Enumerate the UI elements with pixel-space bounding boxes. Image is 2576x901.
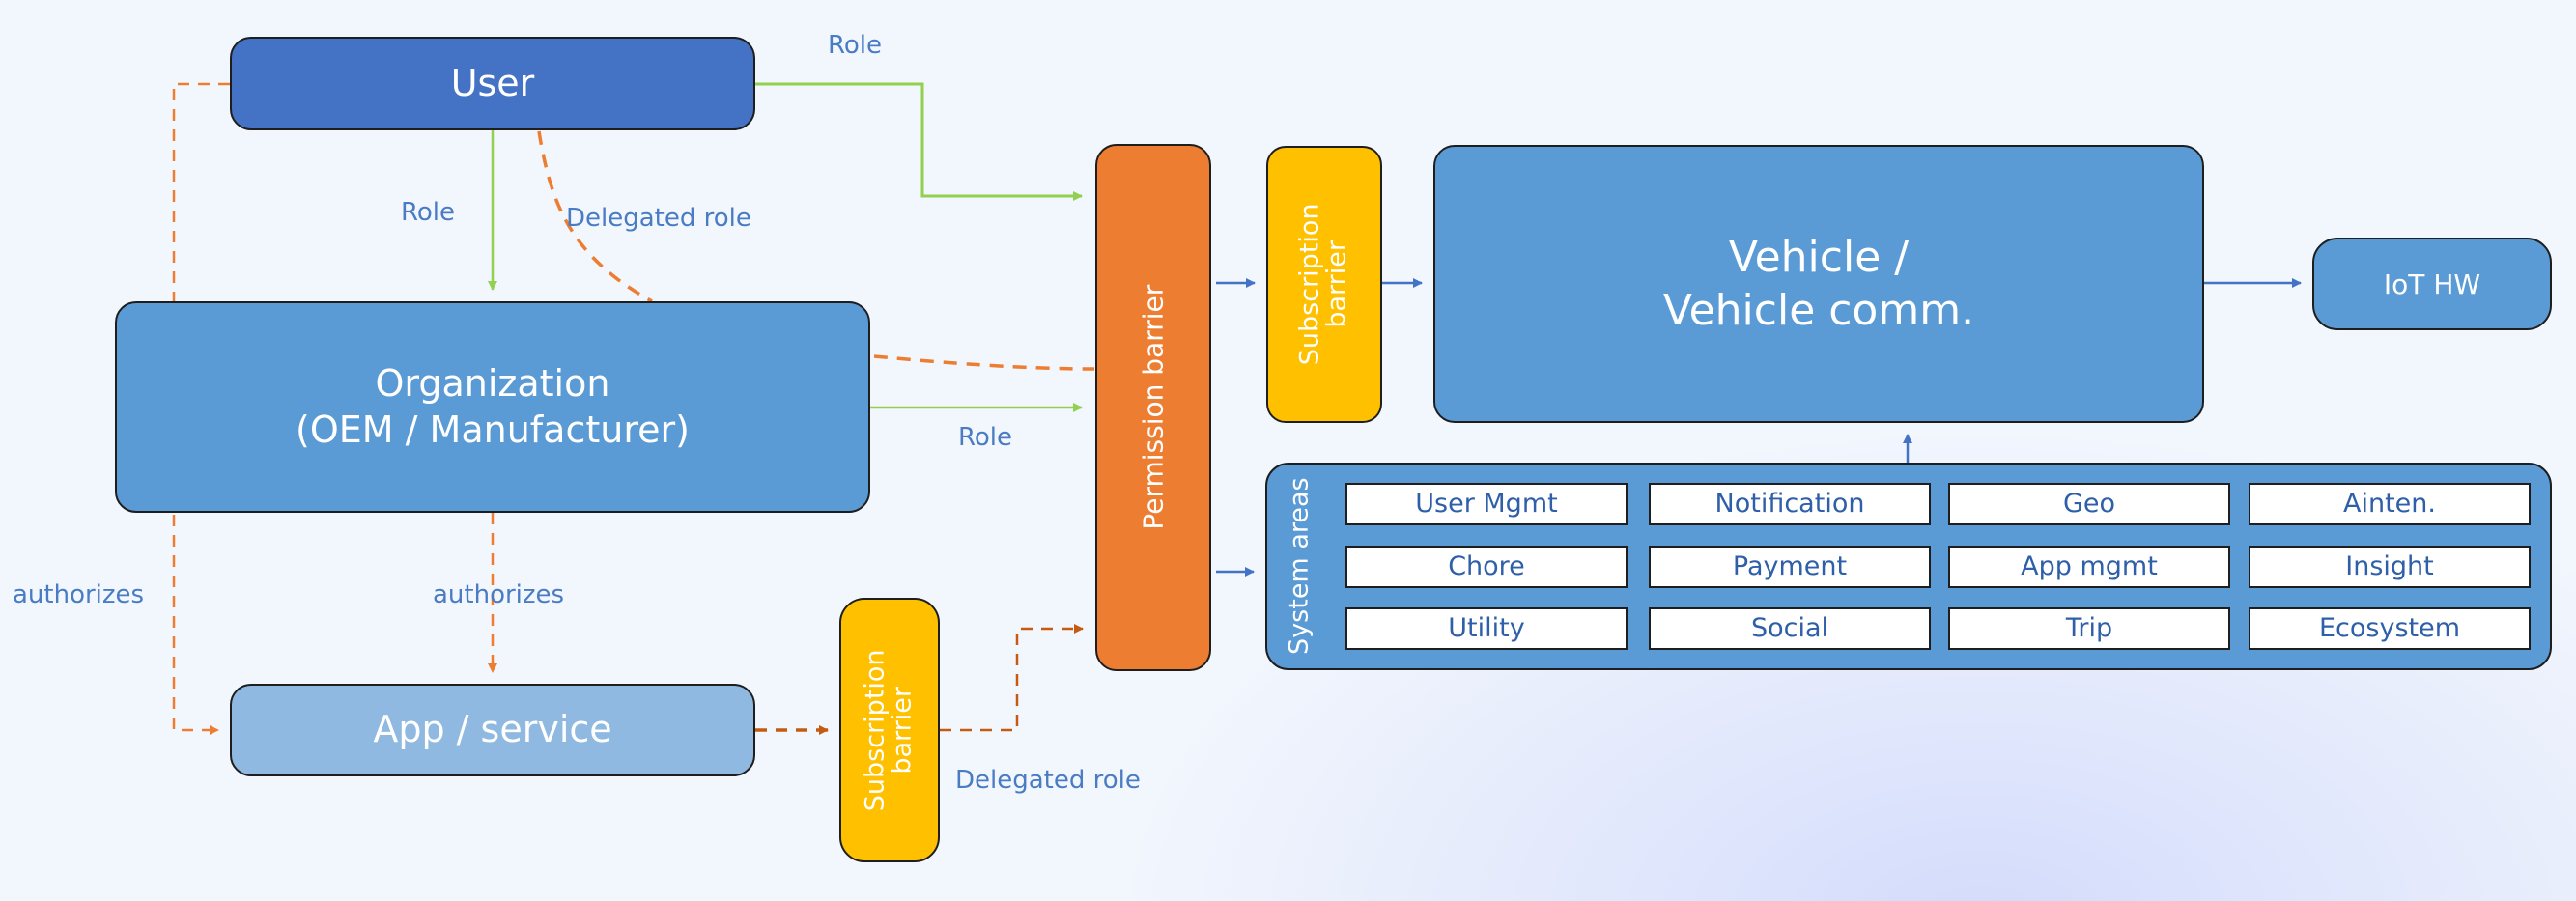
system-areas-title-wrap: System areas bbox=[1281, 465, 1319, 668]
system-area-cell[interactable]: Social bbox=[1649, 607, 1931, 650]
node-organization-label: Organization (OEM / Manufacturer) bbox=[296, 362, 690, 451]
edge-label-user-delegated-role: Delegated role bbox=[566, 204, 751, 233]
edge-label-user-permission-role: Role bbox=[828, 31, 883, 60]
system-area-cell[interactable]: Utility bbox=[1345, 607, 1628, 650]
system-area-cell[interactable]: Insight bbox=[2249, 546, 2531, 588]
edge-user-permission-role bbox=[755, 82, 1083, 201]
system-area-cell[interactable]: Geo bbox=[1948, 483, 2230, 525]
edge-delegated-role-to-permission bbox=[873, 354, 1095, 371]
node-app-service-label: App / service bbox=[373, 708, 612, 751]
system-area-cell[interactable]: Payment bbox=[1649, 546, 1931, 588]
system-area-cell[interactable]: Ecosystem bbox=[2249, 607, 2531, 650]
edge-user-authorizes-app bbox=[172, 82, 230, 735]
edge-label-app-delegated-role: Delegated role bbox=[955, 766, 1141, 795]
edge-subscription-permission-delegated bbox=[940, 624, 1084, 732]
edge-label-user-org-role: Role bbox=[401, 198, 456, 227]
edge-label-user-authorizes: authorizes bbox=[13, 580, 145, 609]
system-area-cell[interactable]: User Mgmt bbox=[1345, 483, 1628, 525]
edge-user-delegated-role-curve bbox=[537, 130, 653, 303]
system-area-cell[interactable]: Trip bbox=[1948, 607, 2230, 650]
node-user-label: User bbox=[450, 61, 535, 104]
node-subscription-barrier-bottom-label: Subscription barrier bbox=[860, 649, 919, 811]
node-subscription-barrier-top[interactable]: Subscription barrier bbox=[1266, 146, 1382, 423]
node-subscription-barrier-top-label: Subscription barrier bbox=[1294, 203, 1353, 366]
node-permission-barrier-label: Permission barrier bbox=[1137, 285, 1170, 530]
system-area-cell[interactable]: Chore bbox=[1345, 546, 1628, 588]
system-areas-title: System areas bbox=[1284, 477, 1315, 656]
node-user[interactable]: User bbox=[230, 37, 755, 130]
node-iot-hw-label: IoT HW bbox=[2383, 267, 2481, 300]
node-subscription-barrier-bottom[interactable]: Subscription barrier bbox=[839, 598, 940, 862]
node-app-service[interactable]: App / service bbox=[230, 684, 755, 776]
node-iot-hw[interactable]: IoT HW bbox=[2312, 238, 2552, 330]
system-area-cell[interactable]: App mgmt bbox=[1948, 546, 2230, 588]
node-permission-barrier[interactable]: Permission barrier bbox=[1095, 144, 1211, 671]
system-area-cell[interactable]: Ainten. bbox=[2249, 483, 2531, 525]
node-system-areas[interactable]: System areas User Mgmt Notification Geo … bbox=[1265, 463, 2552, 670]
system-area-cell[interactable]: Notification bbox=[1649, 483, 1931, 525]
edge-label-org-permission-role: Role bbox=[958, 423, 1013, 452]
node-vehicle-label: Vehicle / Vehicle comm. bbox=[1662, 233, 1975, 335]
node-organization[interactable]: Organization (OEM / Manufacturer) bbox=[115, 301, 870, 513]
edge-label-org-authorizes: authorizes bbox=[433, 580, 565, 609]
node-vehicle[interactable]: Vehicle / Vehicle comm. bbox=[1433, 145, 2204, 423]
